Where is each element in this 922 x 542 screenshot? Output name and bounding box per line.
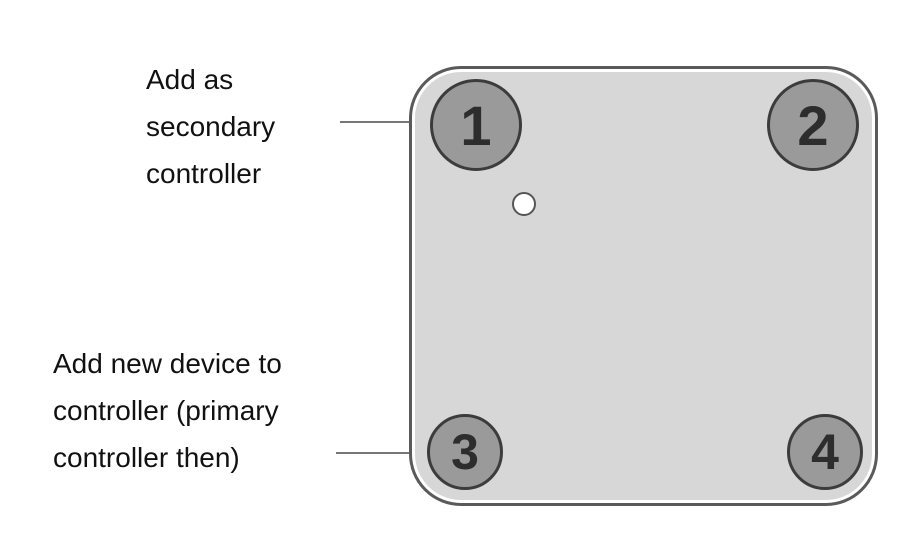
leader-line-button-1 (340, 121, 432, 123)
device-button-2[interactable]: 2 (767, 79, 859, 171)
device-button-3[interactable]: 3 (427, 414, 503, 490)
device-button-4[interactable]: 4 (787, 414, 863, 490)
leader-line-button-3 (336, 452, 428, 454)
label-add-new-device: Add new device to controller (primary co… (53, 348, 282, 473)
status-led-indicator (512, 192, 536, 216)
device-button-1[interactable]: 1 (430, 79, 522, 171)
label-add-secondary-controller: Add as secondary controller (146, 64, 276, 189)
